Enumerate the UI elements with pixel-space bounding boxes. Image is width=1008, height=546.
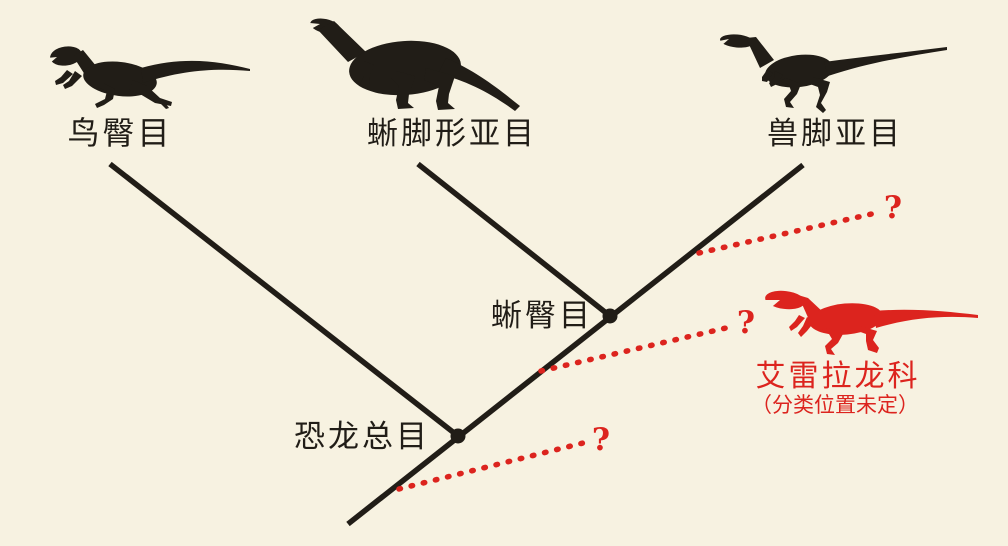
branch-trunk-to-theropoda: [346, 162, 805, 527]
node-label-dinosauria: 恐龙总目: [294, 419, 430, 455]
question-mark-middle: ?: [737, 305, 755, 341]
tip-label-ornithischia: 鸟臀目: [67, 114, 173, 152]
ornithischia-dinosaur-icon: [47, 46, 250, 109]
node-dot-saurischia: [602, 308, 618, 324]
question-mark-top: ?: [884, 190, 902, 226]
branch-sauropodomorpha: [416, 161, 612, 319]
theropoda-dinosaur-icon: [719, 34, 947, 113]
question-mark-bottom: ?: [592, 422, 610, 458]
uncertain-group-label: 艾雷拉龙科: [755, 359, 921, 394]
ornithischia-mouth-gap: [47, 57, 57, 64]
branch-ornithischia: [108, 161, 460, 439]
uncertain-group-note: （分类位置未定）: [751, 393, 919, 417]
sauropodomorpha-mouth-gap: [310, 23, 320, 29]
uncertain-branch-top: [696, 210, 879, 256]
node-dot-dinosauria: [450, 428, 466, 444]
tip-label-theropoda: 兽脚亚目: [767, 116, 903, 152]
node-label-saurischia: 蜥臀目: [491, 298, 593, 334]
herrerasauridae-mouth-gap: [764, 300, 780, 311]
sauropodomorpha-dinosaur-icon: [310, 18, 520, 111]
tip-label-sauropodomorpha: 蜥脚形亚目: [367, 116, 537, 152]
herrerasauridae-dinosaur-icon: [764, 290, 978, 355]
theropoda-mouth-gap: [719, 39, 729, 46]
